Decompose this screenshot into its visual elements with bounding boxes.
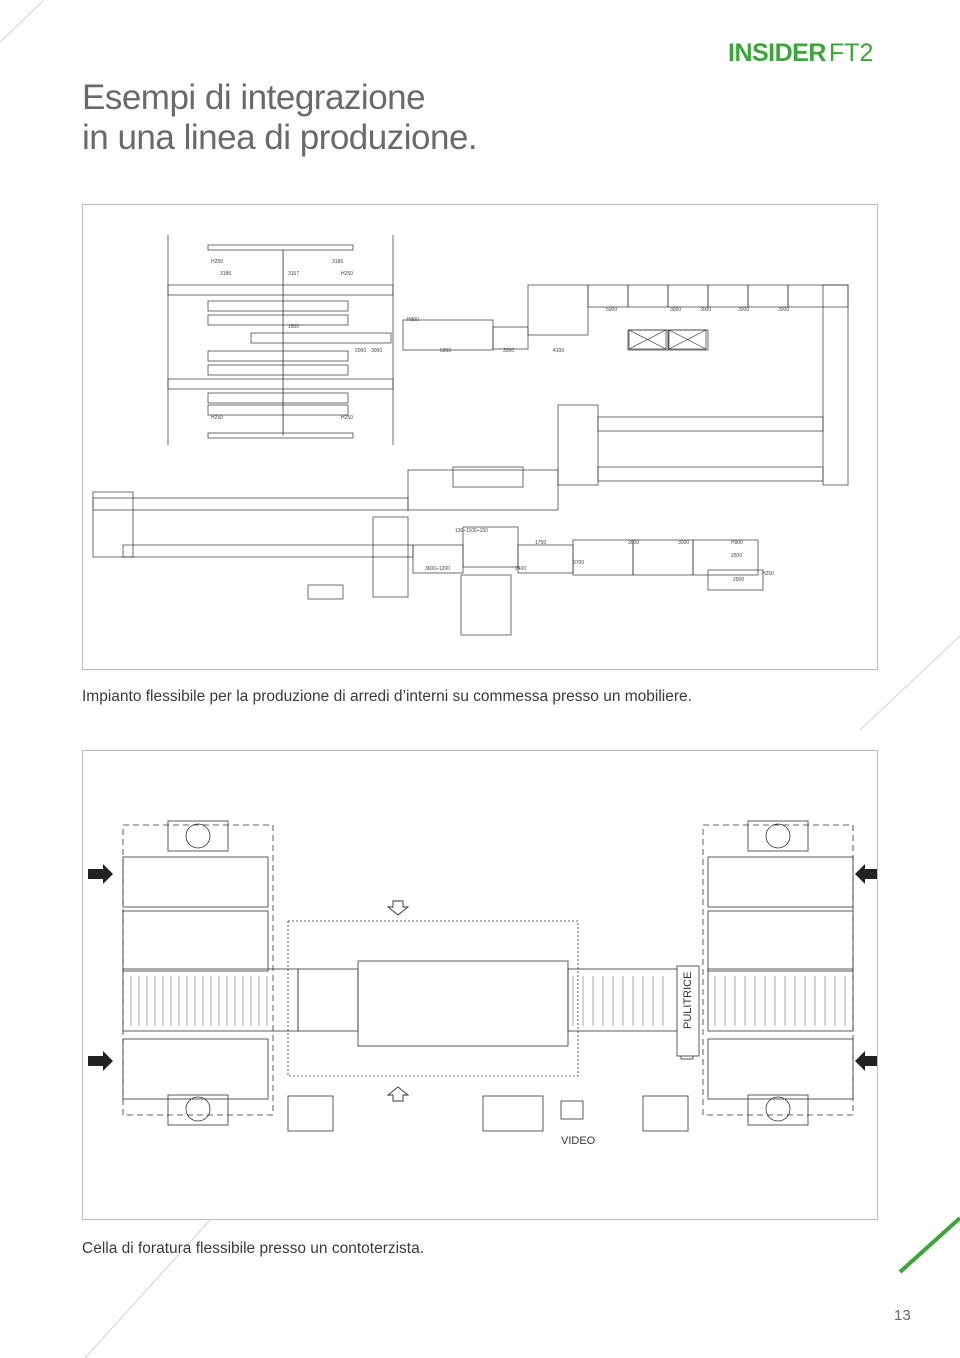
dimension-label: 3000: [670, 307, 681, 313]
page-number: 13: [894, 1307, 911, 1324]
dimension-label: 5800: [440, 348, 451, 354]
dimension-label: 3600÷1200: [425, 566, 450, 572]
dimension-label: H250: [211, 415, 223, 421]
logo-bold: INSIDER: [728, 39, 826, 67]
dimension-label: 2500: [731, 553, 742, 559]
logo-light: FT2: [828, 39, 874, 67]
dimension-label: H900: [731, 540, 743, 546]
drilling-cell-drawing: PULITRICE VIDEO: [82, 750, 878, 1220]
figure2-caption: Cella di foratura flessibile presso un c…: [82, 1240, 425, 1257]
dimension-label: 3167: [288, 271, 299, 277]
dimension-label: 2000: [355, 348, 366, 354]
dimension-label: 2400: [515, 566, 526, 572]
title-line-2: in una linea di produzione.: [82, 118, 478, 157]
dimension-label: 3000: [700, 307, 711, 313]
dimension-label: 3000: [371, 348, 382, 354]
dimension-label: 3186: [220, 271, 231, 277]
dimension-label: 3000: [738, 307, 749, 313]
polisher-label: PULITRICE: [682, 972, 694, 1029]
dimension-label: 4100: [553, 348, 564, 354]
dimension-label: H250: [211, 259, 223, 265]
dimension-label: 2500: [733, 577, 744, 583]
page-title: Esempi di integrazione in una linea di p…: [82, 78, 478, 158]
dimension-label: 5000: [606, 307, 617, 313]
drilling-cell-plan: PULITRICE VIDEO: [88, 820, 877, 1147]
dimension-label: 3000: [678, 540, 689, 546]
title-line-1: Esempi di integrazione: [82, 78, 426, 117]
figure1-caption: Impianto flessibile per la produzione di…: [82, 688, 692, 705]
video-label: VIDEO: [561, 1135, 596, 1147]
dimension-label: 1500: [288, 324, 299, 330]
dimension-label: H250: [341, 271, 353, 277]
dimension-label: 3000: [503, 348, 514, 354]
dimension-label: 3700: [573, 560, 584, 566]
dimension-label: 130÷1100÷150: [455, 528, 488, 534]
dimension-label: H250: [762, 571, 774, 577]
dimension-label: 1750: [535, 540, 546, 546]
dimension-label: H900: [407, 317, 419, 323]
dimension-label: H250: [341, 415, 353, 421]
dimension-label: 3000: [628, 540, 639, 546]
dimension-label: 3186: [332, 259, 343, 265]
dimension-label: 3000: [778, 307, 789, 313]
